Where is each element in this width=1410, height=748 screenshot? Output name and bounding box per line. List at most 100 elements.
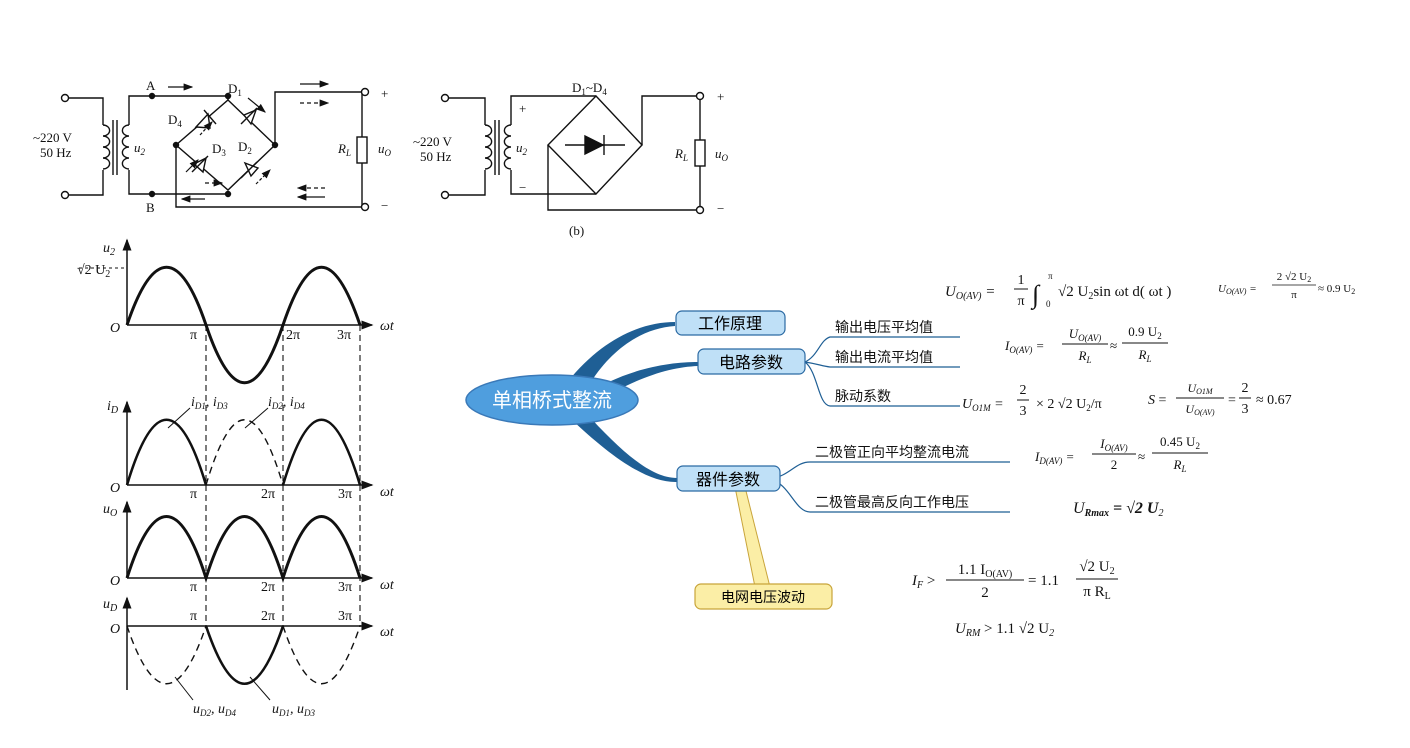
circuit-a-labels: ~220 V 50 Hz u2 A B D1 D4 D3 D2 RL uO + …	[33, 78, 392, 215]
mindmap: 单相桥式整流 工作原理 电路参数 器件参数 电网电压波动 输出电压平均值 输出电…	[465, 310, 1010, 610]
leaf-avg-voltage[interactable]: 输出电压平均值	[835, 320, 933, 336]
input-terminal-bottom	[60, 190, 70, 200]
output-terminal-minus	[360, 202, 370, 212]
svg-text:2π: 2π	[261, 609, 275, 624]
svg-text:3π: 3π	[338, 487, 352, 502]
svg-text:3: 3	[1020, 404, 1027, 419]
svg-text:π: π	[190, 487, 197, 502]
svg-text:3π: 3π	[337, 328, 351, 343]
svg-text:O: O	[110, 622, 120, 637]
svg-text:2: 2	[981, 585, 989, 601]
svg-text:uO: uO	[378, 141, 392, 158]
svg-text:0: 0	[1046, 299, 1051, 309]
u2-waveform	[125, 265, 362, 385]
svg-text:S =: S =	[1148, 393, 1167, 408]
svg-text:iD: iD	[107, 399, 119, 416]
node-device-params-label: 器件参数	[696, 470, 760, 489]
formula-if: IF > 1.1 IO(AV) 2 = 1.1 √2 U2 π RL	[911, 559, 1118, 602]
svg-text:u2: u2	[516, 140, 528, 157]
waveforms	[79, 238, 374, 701]
svg-text:D3: D3	[212, 141, 226, 158]
load-resistor	[356, 136, 368, 164]
svg-text:URmax = √2 U2: URmax = √2 U2	[1073, 500, 1163, 519]
ud-annotation-d2d4: uD2, uD4	[193, 702, 236, 718]
svg-text:uD: uD	[103, 597, 118, 614]
id-d2d4-waveform	[205, 419, 284, 486]
svg-text:D1: D1	[228, 81, 242, 98]
svg-text:3π: 3π	[338, 580, 352, 595]
annotation-leaders	[167, 407, 271, 701]
svg-text:√2 U2: √2 U2	[1079, 559, 1114, 577]
formula-urm: URM > 1.1 √2 U2	[955, 621, 1054, 639]
ud-d2d4-waveform	[126, 625, 361, 685]
svg-text:D4: D4	[168, 112, 182, 129]
svg-text:≈ 0.67: ≈ 0.67	[1256, 393, 1292, 408]
svg-text:π RL: π RL	[1083, 584, 1110, 602]
branch-device-params	[570, 412, 677, 483]
center-node[interactable]	[465, 374, 639, 426]
svg-text:π: π	[190, 328, 197, 343]
svg-text:ωt: ωt	[380, 625, 395, 640]
circuit-b-labels: ~220 V 50 Hz u2 + − D1~D4 RL uO + − (b)	[413, 80, 729, 238]
svg-text:3: 3	[1242, 402, 1249, 417]
u2-peak-label: √2 U2	[77, 263, 110, 280]
svg-text:UO(AV): UO(AV)	[1185, 402, 1214, 417]
ud-annotation-d1d3: uD1, uD3	[272, 702, 315, 718]
ud-d1d3-waveform	[204, 625, 285, 686]
svg-text:ID(AV) =: ID(AV) =	[1034, 449, 1074, 466]
svg-text:+: +	[519, 101, 526, 116]
node-circuit-params[interactable]	[697, 348, 806, 375]
svg-text:−: −	[519, 180, 526, 195]
svg-text:ωt: ωt	[380, 319, 395, 334]
current-arrows	[168, 80, 330, 203]
figure-caption: (b)	[569, 223, 584, 238]
waveform-labels: u2 √2 U2 O π 2π 3π ωt iD iD1, iD3 iD2, i…	[77, 241, 395, 718]
node-device-params[interactable]	[676, 465, 781, 492]
leaf-ripple[interactable]: 脉动系数	[835, 389, 891, 405]
svg-text:O: O	[110, 574, 120, 589]
leaf-diode-avg-current[interactable]: 二极管正向平均整流电流	[815, 445, 969, 461]
node-b-label: B	[146, 200, 155, 215]
svg-text:IF >: IF >	[911, 573, 935, 591]
id-d1d3-waveform	[125, 418, 362, 486]
svg-text:2π: 2π	[261, 580, 275, 595]
svg-text:uO: uO	[715, 146, 729, 163]
leaf-avg-current[interactable]: 输出电流平均值	[835, 350, 933, 366]
svg-text:× 2 √2 U2/π: × 2 √2 U2/π	[1036, 397, 1102, 413]
id-annotation-d1d3: iD1, iD3	[191, 395, 228, 411]
leaf-diode-max-reverse[interactable]: 二极管最高反向工作电压	[815, 494, 969, 511]
node-grid-fluctuation[interactable]	[694, 583, 833, 610]
svg-text:ωt: ωt	[380, 578, 395, 593]
formula-urmax: URmax = √2 U2	[1073, 500, 1163, 519]
diode-d2	[240, 161, 260, 179]
svg-text:≈: ≈	[1138, 449, 1145, 464]
svg-text:UO(AV) =: UO(AV) =	[945, 284, 995, 302]
formula-idav: ID(AV) = IO(AV) 2 ≈ 0.45 U2 RL	[1034, 434, 1208, 474]
svg-text:50 Hz: 50 Hz	[420, 149, 452, 164]
svg-text:2π: 2π	[286, 328, 300, 343]
bridge-block-diode	[584, 134, 605, 156]
formula-ripple: UO1M = 2 3 × 2 √2 U2/π S = UO1M UO(AV) =…	[962, 381, 1292, 419]
svg-text:O: O	[110, 321, 120, 336]
source-frequency-label: 50 Hz	[40, 145, 72, 160]
callout-pointer	[734, 486, 771, 588]
circuit-a	[60, 80, 370, 212]
svg-text:1.1 IO(AV): 1.1 IO(AV)	[958, 562, 1013, 580]
circuit-b	[440, 91, 706, 215]
svg-text:O: O	[110, 481, 120, 496]
svg-text:3π: 3π	[338, 609, 352, 624]
svg-text:=: =	[1228, 393, 1236, 408]
svg-text:2 √2 U2: 2 √2 U2	[1277, 271, 1311, 284]
svg-text:RL: RL	[337, 141, 351, 158]
bridge-block-label: D1~D4	[572, 80, 607, 97]
center-node-label: 单相桥式整流	[492, 388, 612, 412]
input-terminal-top	[60, 93, 70, 103]
node-circuit-params-label: 电路参数	[719, 353, 783, 372]
svg-text:∫: ∫	[1030, 280, 1041, 310]
svg-text:+: +	[381, 86, 388, 101]
primary-coil	[102, 124, 111, 170]
svg-text:≈ 0.9 U2: ≈ 0.9 U2	[1318, 283, 1355, 296]
source-voltage-label: ~220 V	[33, 130, 73, 145]
node-principle[interactable]	[675, 310, 786, 336]
